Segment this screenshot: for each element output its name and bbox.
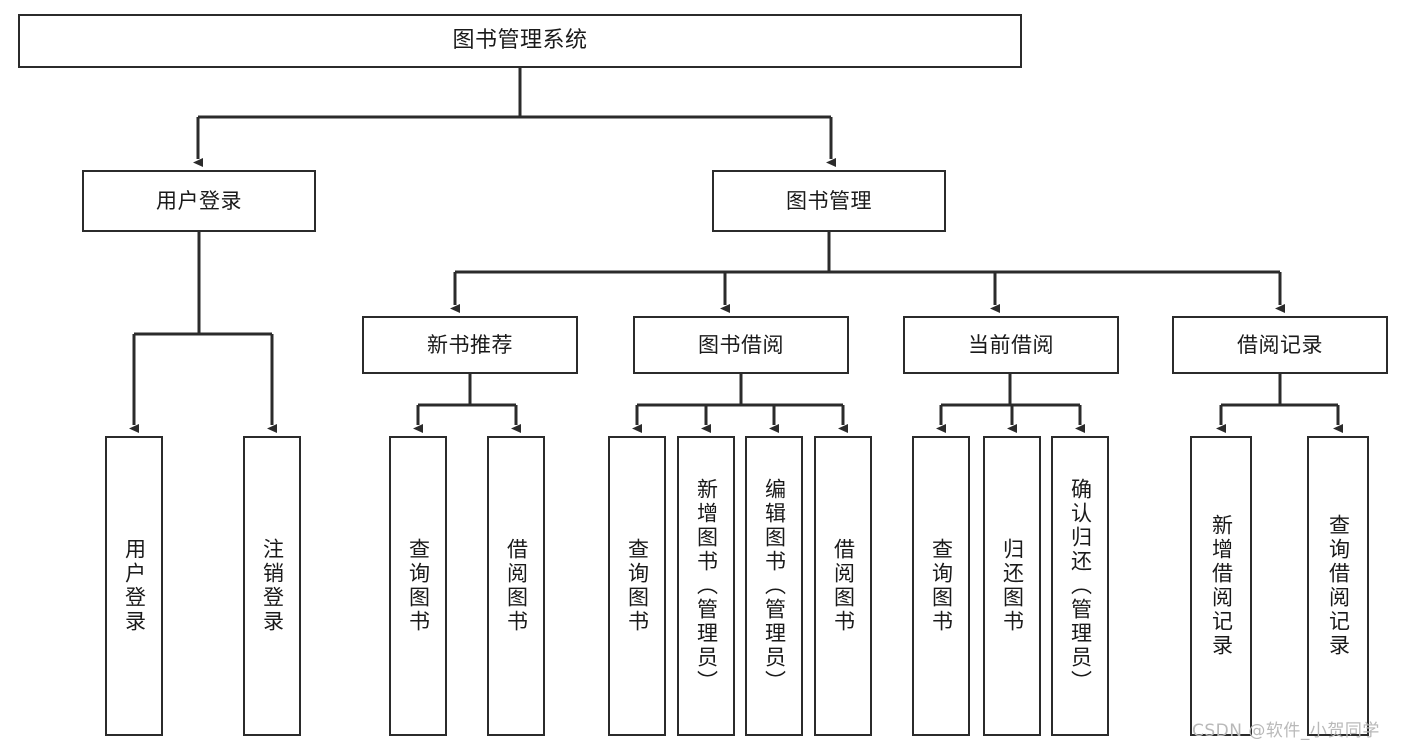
- node-label: 当前借阅: [968, 332, 1054, 357]
- node-label: 用户登录: [156, 188, 242, 213]
- node-leaf-user-logout[interactable]: 注销登录: [243, 436, 301, 736]
- node-label: 编辑图书（管理员）: [762, 478, 787, 694]
- node-leaf-return-book[interactable]: 归还图书: [983, 436, 1041, 736]
- node-label: 确认归还（管理员）: [1068, 478, 1093, 694]
- node-label: 图书借阅: [698, 332, 784, 357]
- node-borrow-record[interactable]: 借阅记录: [1172, 316, 1388, 374]
- node-label: 借阅图书: [831, 538, 856, 634]
- node-leaf-query-book-cur[interactable]: 查询图书: [912, 436, 970, 736]
- node-label: 用户登录: [122, 538, 147, 634]
- node-label: 新增借阅记录: [1209, 514, 1234, 658]
- node-leaf-query-record[interactable]: 查询借阅记录: [1307, 436, 1369, 736]
- node-label: 查询借阅记录: [1326, 514, 1351, 658]
- node-book-manage[interactable]: 图书管理: [712, 170, 946, 232]
- node-label: 图书管理: [786, 188, 872, 213]
- node-label: 查询图书: [929, 538, 954, 634]
- node-new-book-recommend[interactable]: 新书推荐: [362, 316, 578, 374]
- node-book-borrow[interactable]: 图书借阅: [633, 316, 849, 374]
- node-label: 注销登录: [260, 538, 285, 634]
- node-leaf-add-book[interactable]: 新增图书（管理员）: [677, 436, 735, 736]
- node-label: 查询图书: [406, 538, 431, 634]
- node-label: 借阅图书: [504, 538, 529, 634]
- node-leaf-borrow-book[interactable]: 借阅图书: [814, 436, 872, 736]
- node-root[interactable]: 图书管理系统: [18, 14, 1022, 68]
- node-leaf-add-record[interactable]: 新增借阅记录: [1190, 436, 1252, 736]
- node-label: 查询图书: [625, 538, 650, 634]
- node-user-login[interactable]: 用户登录: [82, 170, 316, 232]
- node-leaf-query-book-borrow[interactable]: 查询图书: [608, 436, 666, 736]
- node-label: 借阅记录: [1237, 332, 1323, 357]
- node-current-borrow[interactable]: 当前借阅: [903, 316, 1119, 374]
- node-label: 新增图书（管理员）: [694, 478, 719, 694]
- node-leaf-borrow-book-rec[interactable]: 借阅图书: [487, 436, 545, 736]
- node-label: 归还图书: [1000, 538, 1025, 634]
- node-label: 新书推荐: [427, 332, 513, 357]
- node-leaf-user-login[interactable]: 用户登录: [105, 436, 163, 736]
- node-label: 图书管理系统: [452, 28, 588, 54]
- node-leaf-confirm-return[interactable]: 确认归还（管理员）: [1051, 436, 1109, 736]
- node-leaf-edit-book[interactable]: 编辑图书（管理员）: [745, 436, 803, 736]
- node-leaf-query-book-rec[interactable]: 查询图书: [389, 436, 447, 736]
